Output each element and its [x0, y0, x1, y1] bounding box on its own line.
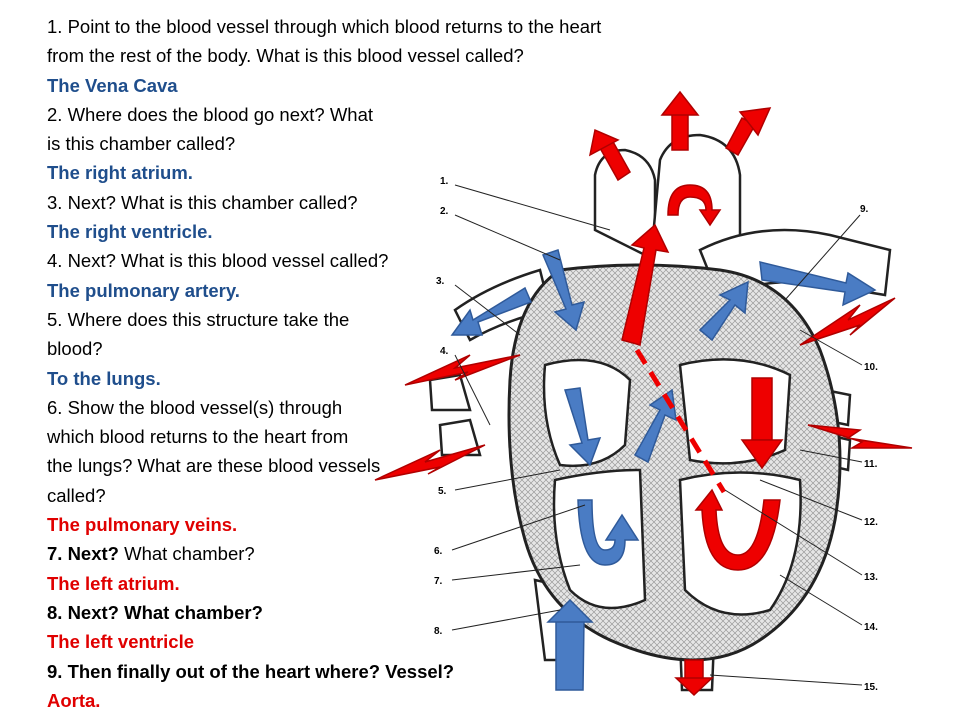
- question-6-line-1: 6. Show the blood vessel(s) through: [47, 396, 343, 418]
- right-atrium-chamber: [542, 358, 632, 467]
- question-2-line-2: is this chamber called?: [47, 133, 236, 155]
- leader-line: [451, 504, 586, 551]
- blue-flow-arrows: [450, 249, 877, 691]
- red-arrow-icon: [660, 90, 700, 116]
- blue-arrow-icon: [698, 280, 749, 342]
- right-ventricle-chamber: [552, 468, 647, 610]
- leader-line: [454, 184, 611, 231]
- question-1-line-2: from the rest of the body. What is this …: [47, 45, 524, 67]
- blue-arrow-icon: [633, 388, 677, 464]
- red-arrow-icon: [738, 107, 772, 137]
- label-8: 8.: [434, 626, 443, 637]
- label-11: 11.: [864, 459, 878, 470]
- red-curved-arrow-icon: [667, 184, 722, 227]
- question-6-line-4: called?: [47, 484, 106, 506]
- label-3: 3.: [436, 276, 445, 287]
- answer-4: The pulmonary artery.: [47, 279, 240, 301]
- label-10: 10.: [864, 362, 878, 373]
- label-1: 1.: [440, 176, 449, 187]
- red-arrow-icon: [588, 128, 620, 157]
- leader-line: [454, 469, 561, 491]
- red-u-arrow-icon: [694, 488, 781, 571]
- lightning-arrow-icon: [374, 444, 486, 481]
- question-3: 3. Next? What is this chamber called?: [47, 191, 358, 213]
- leader-line: [451, 564, 581, 581]
- lightning-arrow-icon: [807, 424, 913, 449]
- blue-arrow-icon: [450, 286, 532, 336]
- question-4: 4. Next? What is this blood vessel calle…: [47, 250, 389, 272]
- lightning-arrow-icon: [799, 297, 896, 346]
- question-2-line-1: 2. Where does the blood go next? What: [47, 103, 374, 125]
- label-9: 9.: [860, 204, 869, 215]
- leader-line: [724, 489, 863, 576]
- answer-5: To the lungs.: [47, 367, 161, 389]
- red-arrow-icon: [621, 223, 670, 346]
- blue-arrow-icon: [541, 249, 586, 332]
- superior-vena-cava: [593, 148, 657, 263]
- blue-u-arrow-icon: [577, 499, 640, 566]
- question-6-line-3: the lungs? What are these blood vessels: [47, 455, 381, 477]
- red-arrow-icon: [751, 377, 773, 441]
- answer-3: The right ventricle.: [47, 221, 213, 243]
- answer-8: The left ventricle: [47, 631, 195, 653]
- question-7-bold: 7. Next?: [47, 543, 119, 565]
- label-15: 15.: [864, 682, 878, 693]
- label-leader-lines: [451, 184, 863, 686]
- label-2: 2.: [440, 206, 449, 217]
- answer-2: The right atrium.: [47, 162, 193, 184]
- number-labels: 1. 2. 3. 4. 5. 6. 7. 8. 9. 10. 11. 12. 1…: [434, 176, 878, 693]
- leader-line: [779, 574, 863, 626]
- label-13: 13.: [864, 572, 878, 583]
- question-9: 9. Then finally out of the heart where? …: [47, 660, 455, 682]
- red-dashed-path: [634, 348, 727, 494]
- leader-line: [784, 214, 861, 301]
- label-4: 4.: [440, 346, 449, 357]
- red-arrow-icon: [684, 659, 704, 681]
- question-7-rest: What chamber?: [118, 543, 255, 565]
- leader-line: [454, 214, 561, 261]
- leader-line: [799, 329, 863, 366]
- label-5: 5.: [438, 486, 447, 497]
- right-pulmonary-vein-lower: [438, 418, 482, 457]
- label-6: 6.: [434, 546, 443, 557]
- label-14: 14.: [864, 622, 878, 633]
- question-1-line-1: 1. Point to the blood vessel through whi…: [47, 16, 602, 37]
- leader-line: [759, 479, 863, 521]
- question-5-line-2: blood?: [47, 338, 103, 360]
- red-arrow-icon: [674, 677, 714, 697]
- leader-line: [451, 609, 561, 631]
- leader-line: [454, 284, 521, 336]
- question-7: 7. Next? What chamber?: [47, 539, 567, 568]
- question-8: 8. Next? What chamber?: [47, 601, 263, 623]
- label-12: 12.: [864, 517, 878, 528]
- red-arrow-icon: [671, 109, 689, 151]
- leader-line: [454, 354, 491, 426]
- leader-line: [709, 674, 863, 686]
- answer-7: The left atrium.: [47, 572, 180, 594]
- question-5-line-1: 5. Where does this structure take the: [47, 308, 350, 330]
- question-answer-list: 1. Point to the blood vessel through whi…: [47, 12, 602, 715]
- answer-6: The pulmonary veins.: [47, 514, 238, 536]
- question-6-line-2: which blood returns to the heart from: [47, 426, 349, 448]
- red-flow-arrows: [374, 90, 913, 697]
- leader-line: [799, 449, 863, 463]
- label-7: 7.: [434, 576, 443, 587]
- answer-1: The Vena Cava: [47, 74, 178, 96]
- red-arrow-icon: [740, 439, 784, 470]
- blue-arrow-icon: [759, 261, 877, 307]
- blue-arrow-icon: [546, 598, 594, 623]
- blue-arrow-icon: [564, 387, 602, 467]
- answer-9: Aorta.: [47, 689, 101, 711]
